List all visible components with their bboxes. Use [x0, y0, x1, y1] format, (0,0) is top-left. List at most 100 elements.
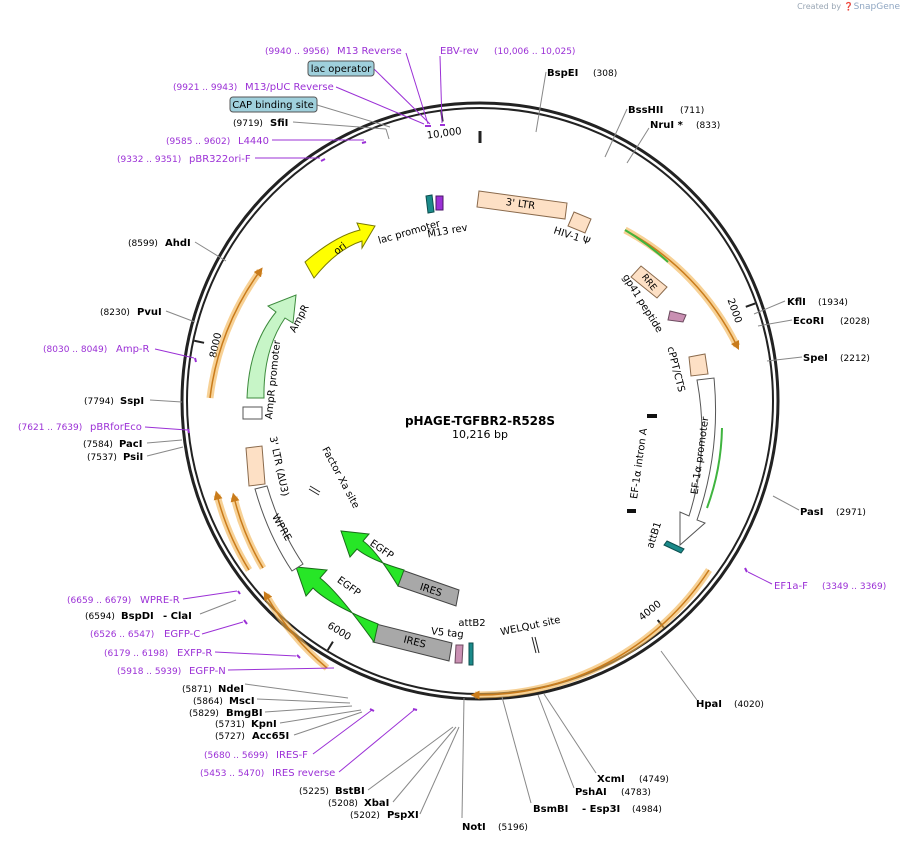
enzyme-label[interactable]: XbaI [364, 798, 389, 809]
enzyme-pos: (7584) [83, 440, 113, 450]
v5-feature[interactable] [454, 644, 464, 664]
attb1-feature[interactable] [663, 540, 685, 554]
egfp-upper-feature[interactable] [340, 530, 405, 588]
enzyme-label[interactable]: NruI * [650, 120, 684, 131]
leader-pbrforeco [144, 426, 188, 431]
orange-band-track [206, 226, 741, 700]
enzyme-pos: (6594) [85, 612, 115, 622]
enzyme-label[interactable]: BsmBI [533, 804, 568, 815]
primer-label[interactable]: M13 Reverse [337, 46, 402, 57]
primer-pos: (5453 .. 5470) [200, 769, 264, 779]
enzyme-pos: (5202) [350, 811, 380, 821]
enzyme-pos: (5864) [193, 697, 223, 707]
primer-label[interactable]: pBR322ori-F [189, 154, 251, 165]
ampr-feature[interactable] [246, 294, 297, 399]
enzyme-label[interactable]: NdeI [218, 684, 244, 695]
cppt-feature[interactable] [688, 353, 709, 377]
cap-binding-site-label: CAP binding site [232, 100, 314, 111]
enzyme-label[interactable]: MscI [229, 696, 255, 707]
leader-kpni [279, 709, 362, 724]
enzyme-label[interactable]: NotI [462, 822, 486, 833]
enzyme-label[interactable]: PshAI [575, 787, 607, 798]
backbone-outer-ring [180, 101, 780, 701]
primer-label[interactable]: IRES reverse [272, 768, 335, 779]
primer-pos: (8030 .. 8049) [43, 345, 107, 355]
enzyme-label[interactable]: SspI [120, 396, 144, 407]
enzyme-label[interactable]: BspEI [547, 68, 578, 79]
leader-pasi [772, 495, 800, 511]
leader-ampr [154, 348, 195, 359]
leader-sfii-b [385, 128, 390, 140]
enzyme-pos: (2971) [836, 508, 866, 518]
enzyme-label[interactable]: KflI [787, 297, 806, 308]
leader-bsmbi [501, 696, 532, 804]
wpre-feature[interactable] [254, 485, 304, 572]
ampr-promoter-feature[interactable] [242, 406, 263, 420]
enzyme-label[interactable]: SfiI [270, 118, 288, 129]
enzyme-label[interactable]: PsiI [123, 452, 143, 463]
ori-feature[interactable] [304, 222, 376, 279]
enzyme-pos: (711) [680, 106, 704, 116]
primer-label[interactable]: EF1a-F [774, 581, 808, 592]
enzyme-label[interactable]: PacI [119, 439, 142, 450]
enzyme-label[interactable]: BstBI [335, 786, 365, 797]
band-top-right [623, 226, 741, 348]
primer-label[interactable]: M13/pUC Reverse [245, 82, 334, 93]
ltr-du3-feature[interactable] [245, 445, 266, 487]
enzyme-label[interactable]: XcmI [597, 774, 625, 785]
band-left-mid1-arrow [230, 492, 264, 569]
enzyme-label[interactable]: KpnI [251, 719, 277, 730]
primer-label[interactable]: L4440 [238, 136, 269, 147]
factorxa-label: Factor Xa site [319, 445, 361, 510]
primer-label[interactable]: pBRforEco [90, 422, 142, 433]
enzyme-extra[interactable]: - ClaI [163, 611, 192, 622]
m13rev-feature[interactable] [435, 195, 444, 211]
position-tick [326, 641, 334, 651]
enzyme-label[interactable]: PasI [800, 507, 823, 518]
enzyme-label[interactable]: HpaI [696, 699, 722, 710]
leader-paci [146, 439, 183, 444]
enzyme-pos: (2212) [840, 354, 870, 364]
egfp-lower-feature[interactable] [295, 566, 379, 644]
primer-mark-egfp-c [243, 619, 248, 625]
lac-operator-box[interactable] [307, 60, 375, 77]
leader-m13puc [335, 86, 425, 125]
ef1a-intron-label: EF-1α intron A [629, 427, 650, 499]
leader-wpre-r [182, 590, 238, 600]
enzyme-label[interactable]: Acc65I [252, 731, 289, 742]
enzyme-label[interactable]: BmgBI [226, 708, 263, 719]
primer-label[interactable]: WPRE-R [140, 595, 180, 606]
primer-label[interactable]: EBV-rev [440, 46, 479, 57]
enzyme-pos: (1934) [818, 298, 848, 308]
ltr-du3-label: 3' LTR (ΔU3) [267, 435, 290, 497]
cap-binding-site-box[interactable] [229, 96, 318, 113]
hiv-psi-feature[interactable] [567, 211, 592, 234]
enzyme-extra[interactable]: - Esp3I [582, 804, 620, 815]
enzyme-label[interactable]: AhdI [165, 238, 191, 249]
position-tick-label: 10,000 [426, 126, 462, 142]
enzyme-pos: (5196) [498, 823, 528, 833]
ltr3-feature[interactable] [476, 190, 568, 220]
enzyme-label[interactable]: BspDI [121, 611, 154, 622]
primer-label[interactable]: EXFP-R [177, 648, 212, 659]
v5-label: V5 tag [430, 626, 464, 640]
enzyme-label[interactable]: PspXI [387, 810, 419, 821]
leader-xcmi [543, 693, 597, 774]
egfp-lower-label: EGFP [335, 575, 362, 599]
primer-label[interactable]: Amp-R [116, 344, 150, 355]
enzyme-label[interactable]: SpeI [803, 353, 828, 364]
rre-feature[interactable] [630, 265, 668, 299]
primer-label[interactable]: EGFP-N [189, 666, 226, 677]
enzyme-label[interactable]: EcoRI [793, 316, 824, 327]
leader-ndei [244, 683, 349, 699]
primer-mark-pbrforeco [187, 428, 190, 434]
lac-promoter-feature[interactable] [425, 194, 435, 214]
gp41-feature[interactable] [667, 310, 687, 323]
ef1a-promoter-feature[interactable] [679, 377, 717, 547]
primer-label[interactable]: EGFP-C [164, 629, 200, 640]
attb2-feature[interactable] [468, 642, 474, 666]
enzyme-label[interactable]: PvuI [137, 307, 162, 318]
enzyme-label[interactable]: BssHII [628, 105, 663, 116]
band-bottom-arrow [470, 569, 710, 700]
primer-label[interactable]: IRES-F [276, 750, 308, 761]
